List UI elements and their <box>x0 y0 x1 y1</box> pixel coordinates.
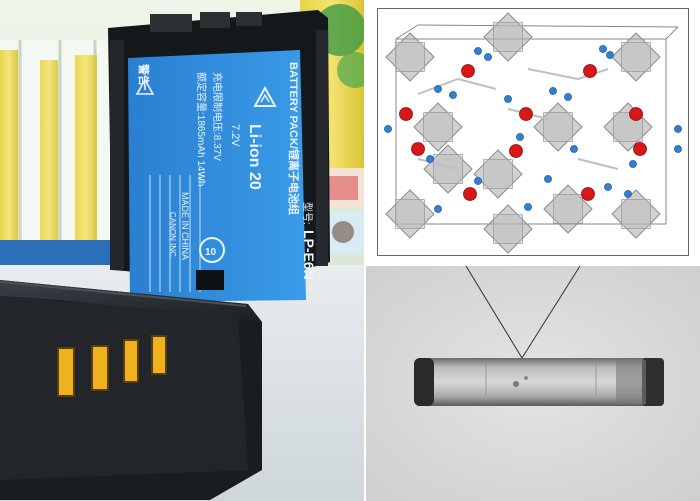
octahedron-face <box>493 22 523 52</box>
oxygen-atom <box>519 107 533 121</box>
octahedron-face <box>621 42 651 72</box>
octahedron-face <box>423 112 453 142</box>
octahedron <box>533 102 583 152</box>
unit-cell-outline <box>395 38 667 225</box>
octahedron-face <box>483 159 513 189</box>
standing-battery: BATTERY PACK/锂离子电池组 型号: LP-E6N Li-ion 20… <box>108 10 330 302</box>
battery-photo: BATTERY PACK/锂离子电池组 型号: LP-E6N Li-ion 20… <box>0 0 364 501</box>
cycle-mark-number: 10 <box>205 247 217 258</box>
bond <box>527 68 579 80</box>
crystal-rod <box>414 358 664 406</box>
octahedron-face <box>621 199 651 229</box>
octahedron <box>611 189 661 239</box>
oxygen-atom <box>463 187 477 201</box>
lithium-atom <box>426 155 434 163</box>
octahedron-face <box>395 199 425 229</box>
lithium-atom <box>484 53 492 61</box>
micrograph-panel <box>366 266 700 501</box>
battery-contacts <box>57 335 167 397</box>
bond <box>417 158 459 170</box>
crystal-structure <box>384 12 682 254</box>
octahedron <box>611 32 661 82</box>
oxygen-atom <box>583 64 597 78</box>
battery-label <box>128 50 306 302</box>
oxygen-atom <box>581 187 595 201</box>
oxygen-atom <box>629 107 643 121</box>
unit-cell-edge <box>417 24 679 28</box>
label-voltage: 7.2V <box>229 124 241 147</box>
lithium-atom <box>504 95 512 103</box>
zoom-line-right <box>521 266 581 359</box>
lithium-atom <box>624 190 632 198</box>
micrograph <box>366 266 700 501</box>
label-made-in: MADE IN CHINA <box>180 192 190 260</box>
oxygen-atom <box>411 142 425 156</box>
zoom-line-left <box>465 266 523 359</box>
cycle-mark-icon <box>199 237 225 263</box>
lithium-atom <box>606 51 614 59</box>
octahedron <box>473 149 523 199</box>
octahedron-face <box>493 214 523 244</box>
bond <box>577 158 619 170</box>
label-model: LP-E6N <box>301 230 317 280</box>
lithium-atom <box>570 145 578 153</box>
octahedron-face <box>543 112 573 142</box>
lithium-atom <box>474 47 482 55</box>
unit-cell-edge <box>665 26 679 40</box>
octahedron <box>385 189 435 239</box>
bond <box>457 78 497 90</box>
label-top-line: BATTERY PACK/锂离子电池组 <box>287 62 301 215</box>
crystal-structure-frame <box>377 8 689 256</box>
lithium-atom <box>604 183 612 191</box>
panel-divider-vertical <box>364 0 366 501</box>
lithium-atom <box>516 133 524 141</box>
label-capacity: 额定容量:1865mAh 14Wh <box>195 72 208 187</box>
panel-divider-horizontal <box>366 264 700 266</box>
label-charge-limit: 充电限制电压:8.37V <box>211 72 224 161</box>
lithium-atom <box>474 177 482 185</box>
label-model-caption: 型号: <box>301 202 314 225</box>
octahedron <box>385 32 435 82</box>
oxygen-atom <box>461 64 475 78</box>
lithium-atom <box>674 125 682 133</box>
lying-battery <box>0 280 262 500</box>
warning-icon <box>135 78 155 95</box>
octahedron <box>483 204 533 254</box>
lithium-atom <box>549 87 557 95</box>
lithium-atom <box>434 205 442 213</box>
octahedron-face <box>395 42 425 72</box>
octahedron-face <box>553 194 583 224</box>
lithium-atom <box>524 203 532 211</box>
lithium-atom <box>384 125 392 133</box>
label-chemistry: Li-ion 20 <box>246 124 263 190</box>
octahedron <box>483 12 533 62</box>
oxygen-atom <box>509 144 523 158</box>
lithium-atom <box>629 160 637 168</box>
label-maker: CANON INC. <box>168 212 177 259</box>
unit-cell-edge <box>395 24 419 40</box>
oxygen-atom <box>399 107 413 121</box>
lithium-atom <box>544 175 552 183</box>
octahedron <box>543 184 593 234</box>
octahedron-face <box>433 154 463 184</box>
label-warning: 警告 <box>137 63 151 86</box>
lithium-atom <box>564 93 572 101</box>
recycle-icon <box>253 85 277 107</box>
lithium-atom <box>674 145 682 153</box>
crystal-structure-panel <box>366 0 700 264</box>
lithium-atom <box>599 45 607 53</box>
lithium-atom <box>434 85 442 93</box>
oxygen-atom <box>633 142 647 156</box>
battery-photo-panel: BATTERY PACK/锂离子电池组 型号: LP-E6N Li-ion 20… <box>0 0 364 501</box>
octahedron <box>413 102 463 152</box>
lithium-atom <box>449 91 457 99</box>
